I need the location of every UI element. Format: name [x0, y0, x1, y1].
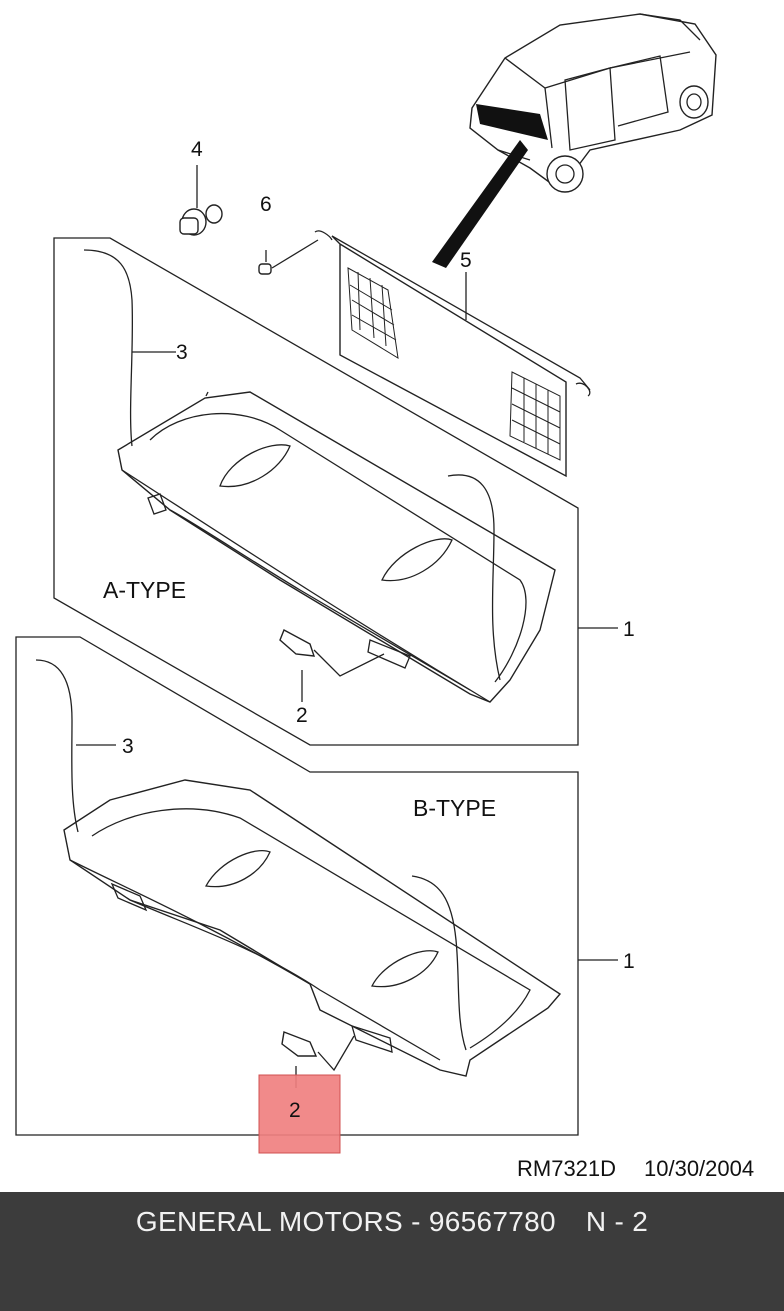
callout-2-b: 2 — [289, 1099, 301, 1122]
b-type-package-shelf — [35, 659, 562, 1077]
cargo-net — [314, 230, 591, 478]
callout-1-b: 1 — [623, 950, 635, 973]
screw-part — [258, 239, 319, 275]
b-type-frame — [15, 636, 579, 1136]
callout-2-a: 2 — [296, 704, 308, 727]
b-type-bolt — [281, 1031, 355, 1088]
footer-part-number: 96567780 — [428, 1206, 556, 1237]
callout-3-b: 3 — [122, 735, 134, 758]
clip-part — [179, 165, 223, 236]
callout-1-a: 1 — [623, 618, 635, 641]
footer-manufacturer: GENERAL MOTORS — [135, 1206, 404, 1237]
footer-bar: GENERAL MOTORS - 96567780 N - 2 — [0, 1192, 784, 1311]
callout-6: 6 — [260, 193, 272, 216]
vehicle-illustration — [469, 13, 717, 193]
reference-date: 10/30/2004 — [644, 1156, 754, 1181]
b-type-label: B-TYPE — [413, 795, 496, 821]
footer-text: GENERAL MOTORS - 96567780 N - 2 — [136, 1206, 648, 1238]
a-type-label: A-TYPE — [103, 577, 186, 603]
callout-3-a: 3 — [176, 341, 188, 364]
a-type-bolt — [279, 629, 385, 702]
callout-5: 5 — [460, 249, 472, 272]
footer-page: N - 2 — [585, 1206, 649, 1237]
highlight-box — [258, 1074, 341, 1154]
reference-code: RM7321D — [517, 1156, 616, 1181]
callout-4: 4 — [191, 138, 203, 161]
a-type-package-shelf — [83, 249, 556, 703]
vehicle-pointer — [432, 140, 528, 268]
a-type-frame — [53, 237, 579, 746]
footer-dash: - — [411, 1206, 421, 1237]
parts-diagram: 4 6 5 3 A-TYPE 1 2 3 B-TYPE 1 2 RM7321D … — [15, 13, 754, 1181]
